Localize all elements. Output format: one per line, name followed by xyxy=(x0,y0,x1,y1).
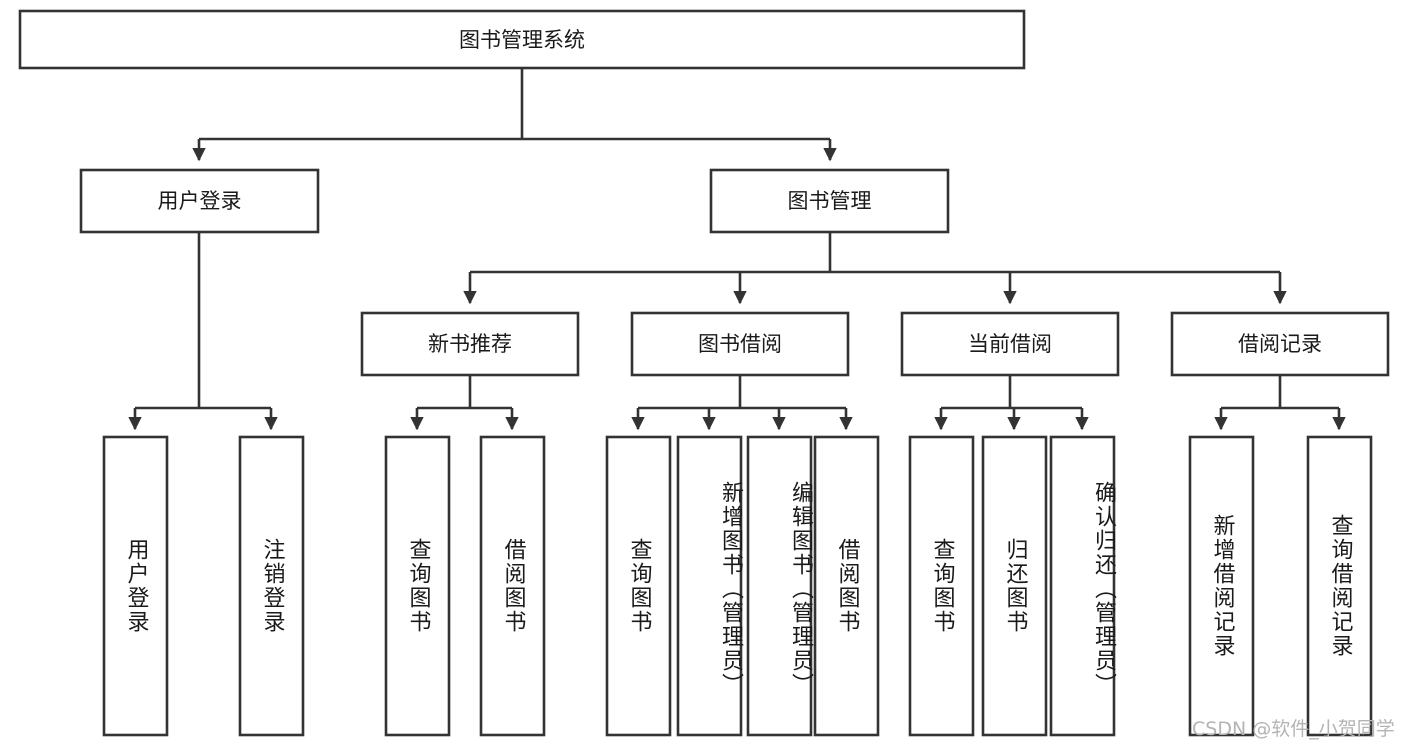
connector-records-to-leaves xyxy=(1214,375,1346,431)
leaf-box-borrow-book-bb[interactable] xyxy=(813,435,880,737)
node-book-borrow[interactable]: 图书借阅 xyxy=(630,311,850,377)
node-new-book-recommend[interactable]: 新书推荐 xyxy=(360,311,580,377)
connector-newbooks-to-leaves xyxy=(410,375,519,431)
node-current-borrow-label: 当前借阅 xyxy=(968,332,1052,356)
node-user-login[interactable]: 用户登录 xyxy=(79,168,320,234)
leaf-box-query-book-bb[interactable] xyxy=(605,435,672,737)
connector-bookmgmt-to-level3 xyxy=(463,232,1287,305)
csdn-watermark: CSDN @软件_小贺同学 xyxy=(1192,718,1395,740)
leaf-box-add-record[interactable] xyxy=(1188,435,1255,737)
connector-borrow-to-leaves xyxy=(631,375,853,431)
connector-current-to-leaves xyxy=(934,375,1089,431)
leaf-box-query-book-nb[interactable] xyxy=(384,435,451,737)
leaf-box-user-login[interactable] xyxy=(102,435,169,737)
node-new-book-recommend-label: 新书推荐 xyxy=(428,332,512,356)
leaf-box-query-record[interactable] xyxy=(1306,435,1373,737)
node-user-login-label: 用户登录 xyxy=(158,189,242,213)
node-borrow-records[interactable]: 借阅记录 xyxy=(1170,311,1390,377)
leaf-boxes xyxy=(102,435,1373,737)
leaf-box-logout[interactable] xyxy=(238,435,305,737)
node-root[interactable]: 图书管理系统 xyxy=(18,9,1026,70)
leaf-box-query-book-cb[interactable] xyxy=(908,435,975,737)
leaf-box-edit-book-admin[interactable] xyxy=(746,435,813,737)
node-borrow-records-label: 借阅记录 xyxy=(1238,332,1322,356)
node-root-label: 图书管理系统 xyxy=(459,28,585,52)
node-current-borrow[interactable]: 当前借阅 xyxy=(900,311,1120,377)
connector-root-to-level2 xyxy=(192,68,837,162)
leaf-box-confirm-return[interactable] xyxy=(1049,435,1116,737)
node-book-borrow-label: 图书借阅 xyxy=(698,332,782,356)
connector-userlogin-to-leaves xyxy=(128,232,278,431)
leaf-box-borrow-book-nb[interactable] xyxy=(479,435,546,737)
node-book-management[interactable]: 图书管理 xyxy=(709,168,950,234)
leaf-box-return-book[interactable] xyxy=(981,435,1048,737)
node-book-management-label: 图书管理 xyxy=(788,189,872,213)
leaf-box-add-book-admin[interactable] xyxy=(676,435,743,737)
